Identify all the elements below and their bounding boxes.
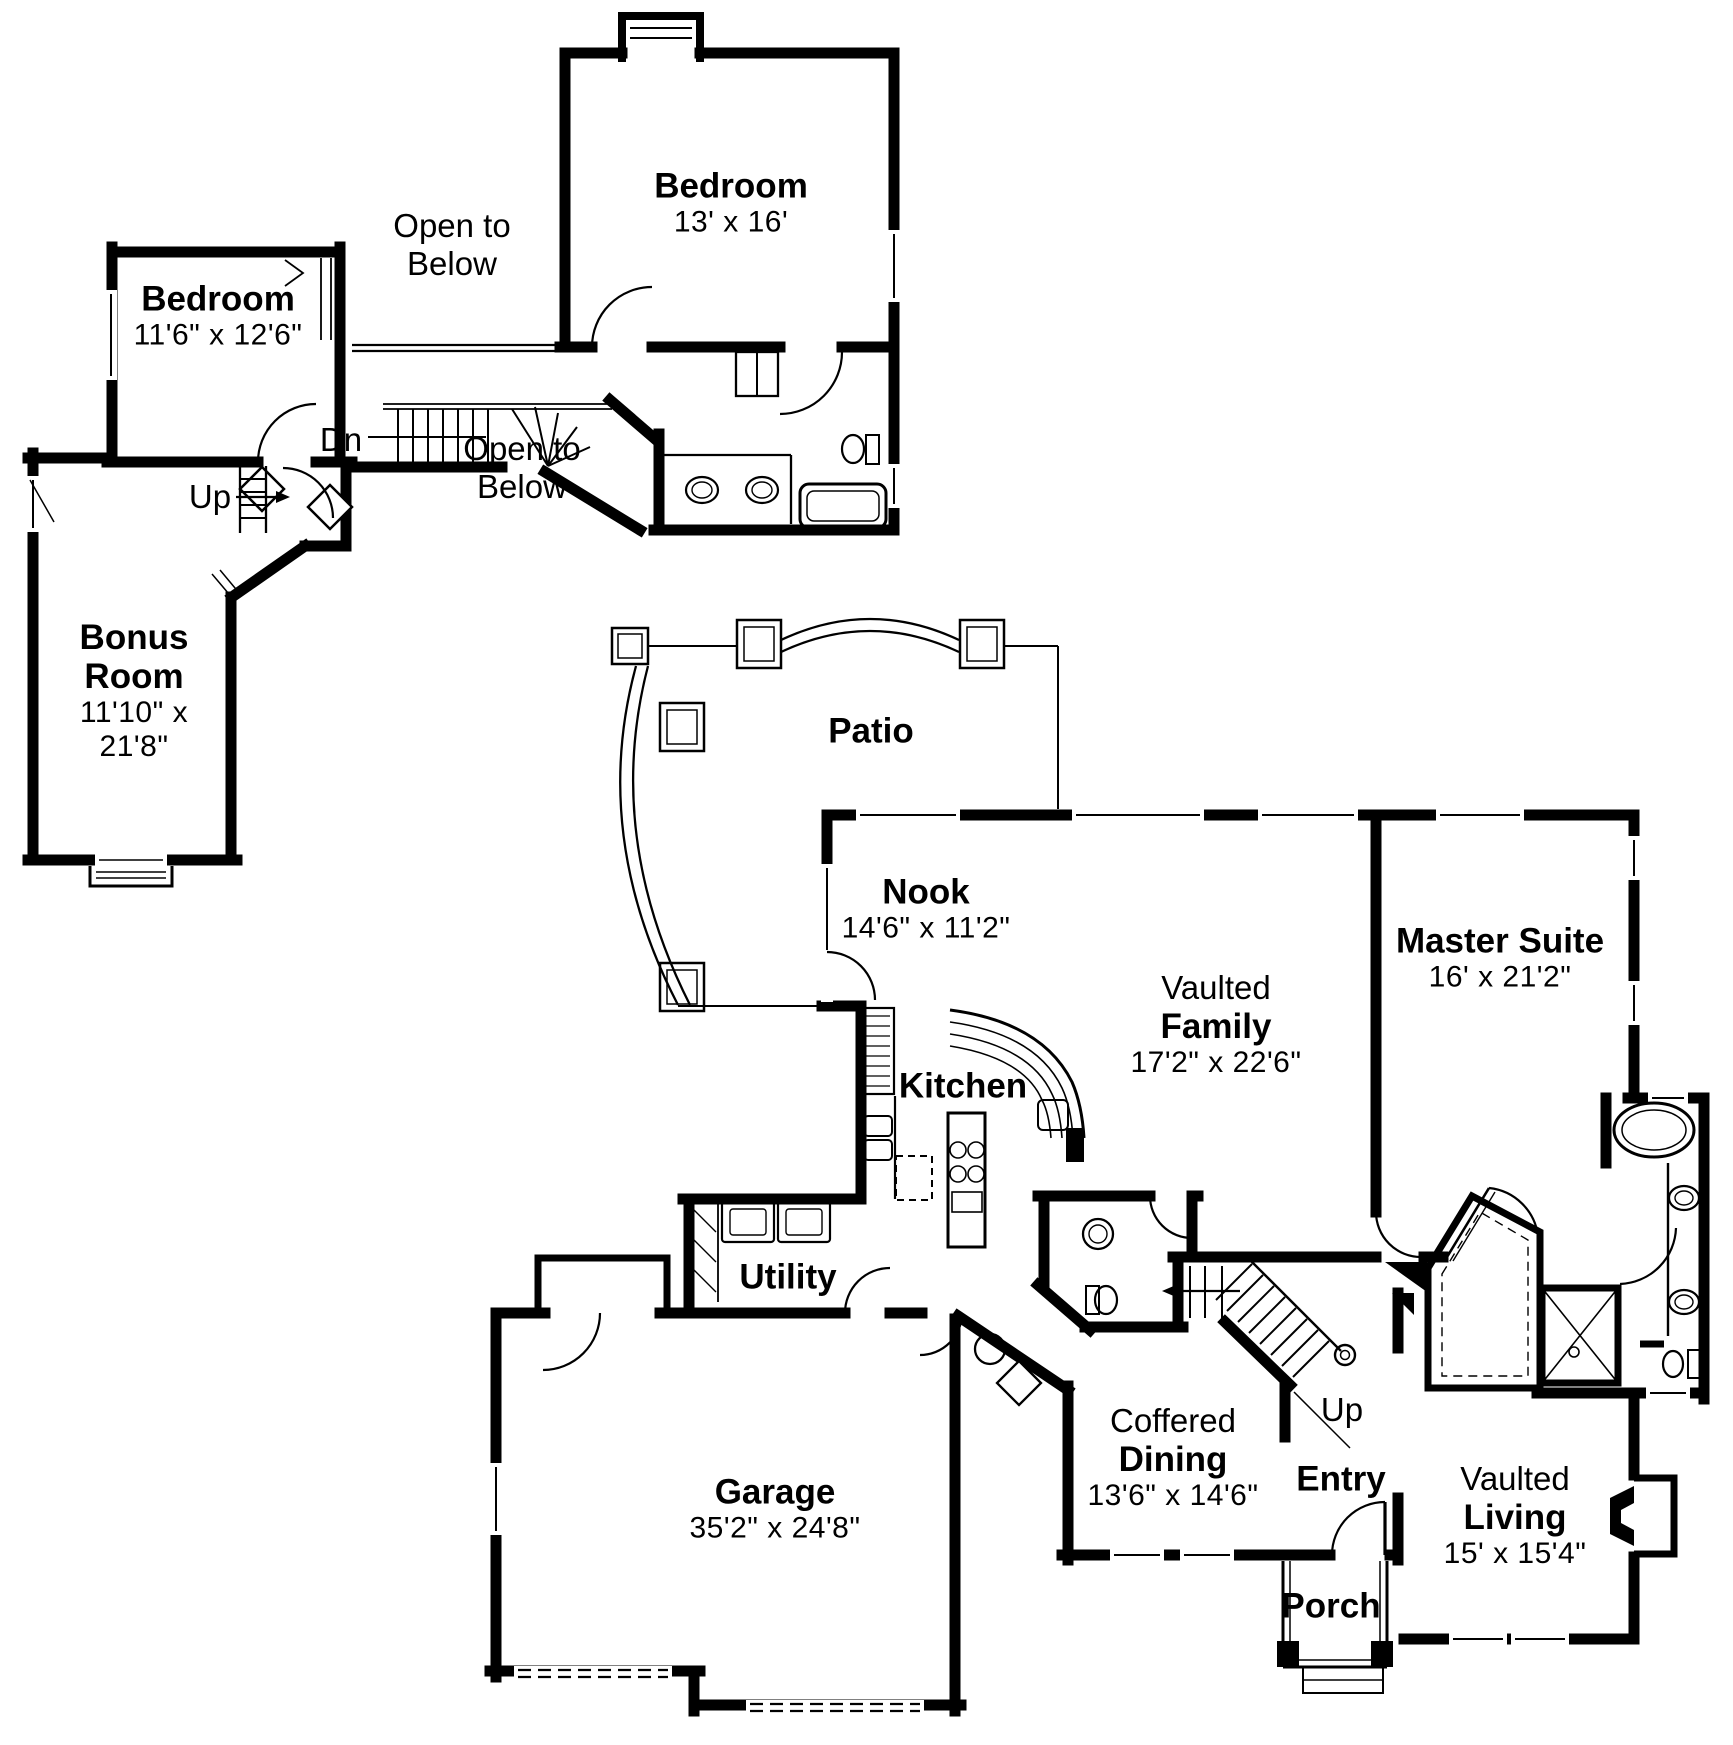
room-dims: 17'2" x 22'6" (1130, 1046, 1302, 1080)
room-dims: 13' x 16' (673, 205, 789, 239)
room-prefix: Coffered (1110, 1402, 1236, 1440)
room-name: Living (1463, 1498, 1567, 1538)
room-label-garage: Garage 35'2" x 24'8" (689, 1473, 860, 1546)
room-name: Utility (739, 1257, 837, 1297)
upper-bathroom-fixtures (284, 258, 888, 530)
room-name: Kitchen (898, 1066, 1028, 1106)
room-prefix: Vaulted (1460, 1460, 1570, 1498)
room-name: Master Suite (1395, 921, 1605, 961)
annotation-stair-down: Dn (319, 421, 363, 459)
main-floor-doors (542, 950, 1678, 1556)
room-name: Family (1160, 1007, 1272, 1047)
room-dims: 35'2" x 24'8" (689, 1511, 861, 1545)
room-prefix: Vaulted (1161, 969, 1271, 1007)
room-label-bedroom-left: Bedroom 11'6" x 12'6" (134, 280, 303, 353)
porch-structure (1277, 1561, 1393, 1694)
patio-pergola (610, 617, 1059, 1013)
main-floor-windows (490, 809, 1690, 1713)
room-name: Bedroom (654, 166, 808, 206)
annotation-stair-up: Up (188, 478, 232, 516)
room-name: Garage (714, 1472, 836, 1512)
room-name: Bonus Room (79, 618, 189, 697)
room-name: Entry (1296, 1459, 1386, 1499)
annotation-open-to-below-stair: Open to Below (463, 430, 581, 505)
room-label-bonus-room: Bonus Room 11'10" x 21'8" (59, 618, 209, 764)
annotation-stair-up-main: Up (1320, 1391, 1364, 1429)
room-label-family: Vaulted Family 17'2" x 22'6" (1130, 969, 1302, 1080)
room-label-dining: Coffered Dining 13'6" x 14'6" (1087, 1402, 1259, 1513)
room-label-utility: Utility (739, 1257, 836, 1296)
room-label-porch: Porch (1281, 1586, 1380, 1625)
powder-room-fixtures (973, 1217, 1119, 1407)
room-name: Porch (1281, 1586, 1381, 1626)
room-label-bedroom-top: Bedroom 13' x 16' (654, 167, 808, 240)
room-name: Patio (828, 711, 914, 751)
room-label-patio: Patio (828, 711, 914, 750)
room-dims: 14'6" x 11'2" (841, 911, 1011, 945)
utility-fixtures (693, 1200, 891, 1314)
room-label-master-suite: Master Suite 16' x 21'2" (1396, 922, 1604, 995)
room-name: Nook (882, 872, 970, 912)
room-label-living: Vaulted Living 15' x 15'4" (1443, 1460, 1587, 1571)
room-label-nook: Nook 14'6" x 11'2" (842, 873, 1011, 946)
upper-floor-stairs (236, 285, 844, 533)
room-name: Bedroom (141, 279, 295, 319)
room-dims: 11'10" x 21'8" (79, 696, 189, 764)
room-dims: 15' x 15'4" (1443, 1537, 1587, 1571)
room-label-entry: Entry (1296, 1459, 1385, 1498)
room-name: Dining (1118, 1440, 1228, 1480)
room-label-kitchen: Kitchen (899, 1066, 1027, 1105)
kitchen-fixtures (860, 1006, 1086, 1249)
room-dims: 16' x 21'2" (1428, 960, 1572, 994)
annotation-open-to-below-upper: Open to Below (393, 207, 511, 282)
main-floor-stairs (1162, 1259, 1357, 1449)
room-dims: 13'6" x 14'6" (1087, 1479, 1259, 1513)
master-bath-fixtures (1612, 1101, 1702, 1379)
upper-floor-windows (27, 230, 900, 601)
room-dims: 11'6" x 12'6" (133, 318, 303, 352)
